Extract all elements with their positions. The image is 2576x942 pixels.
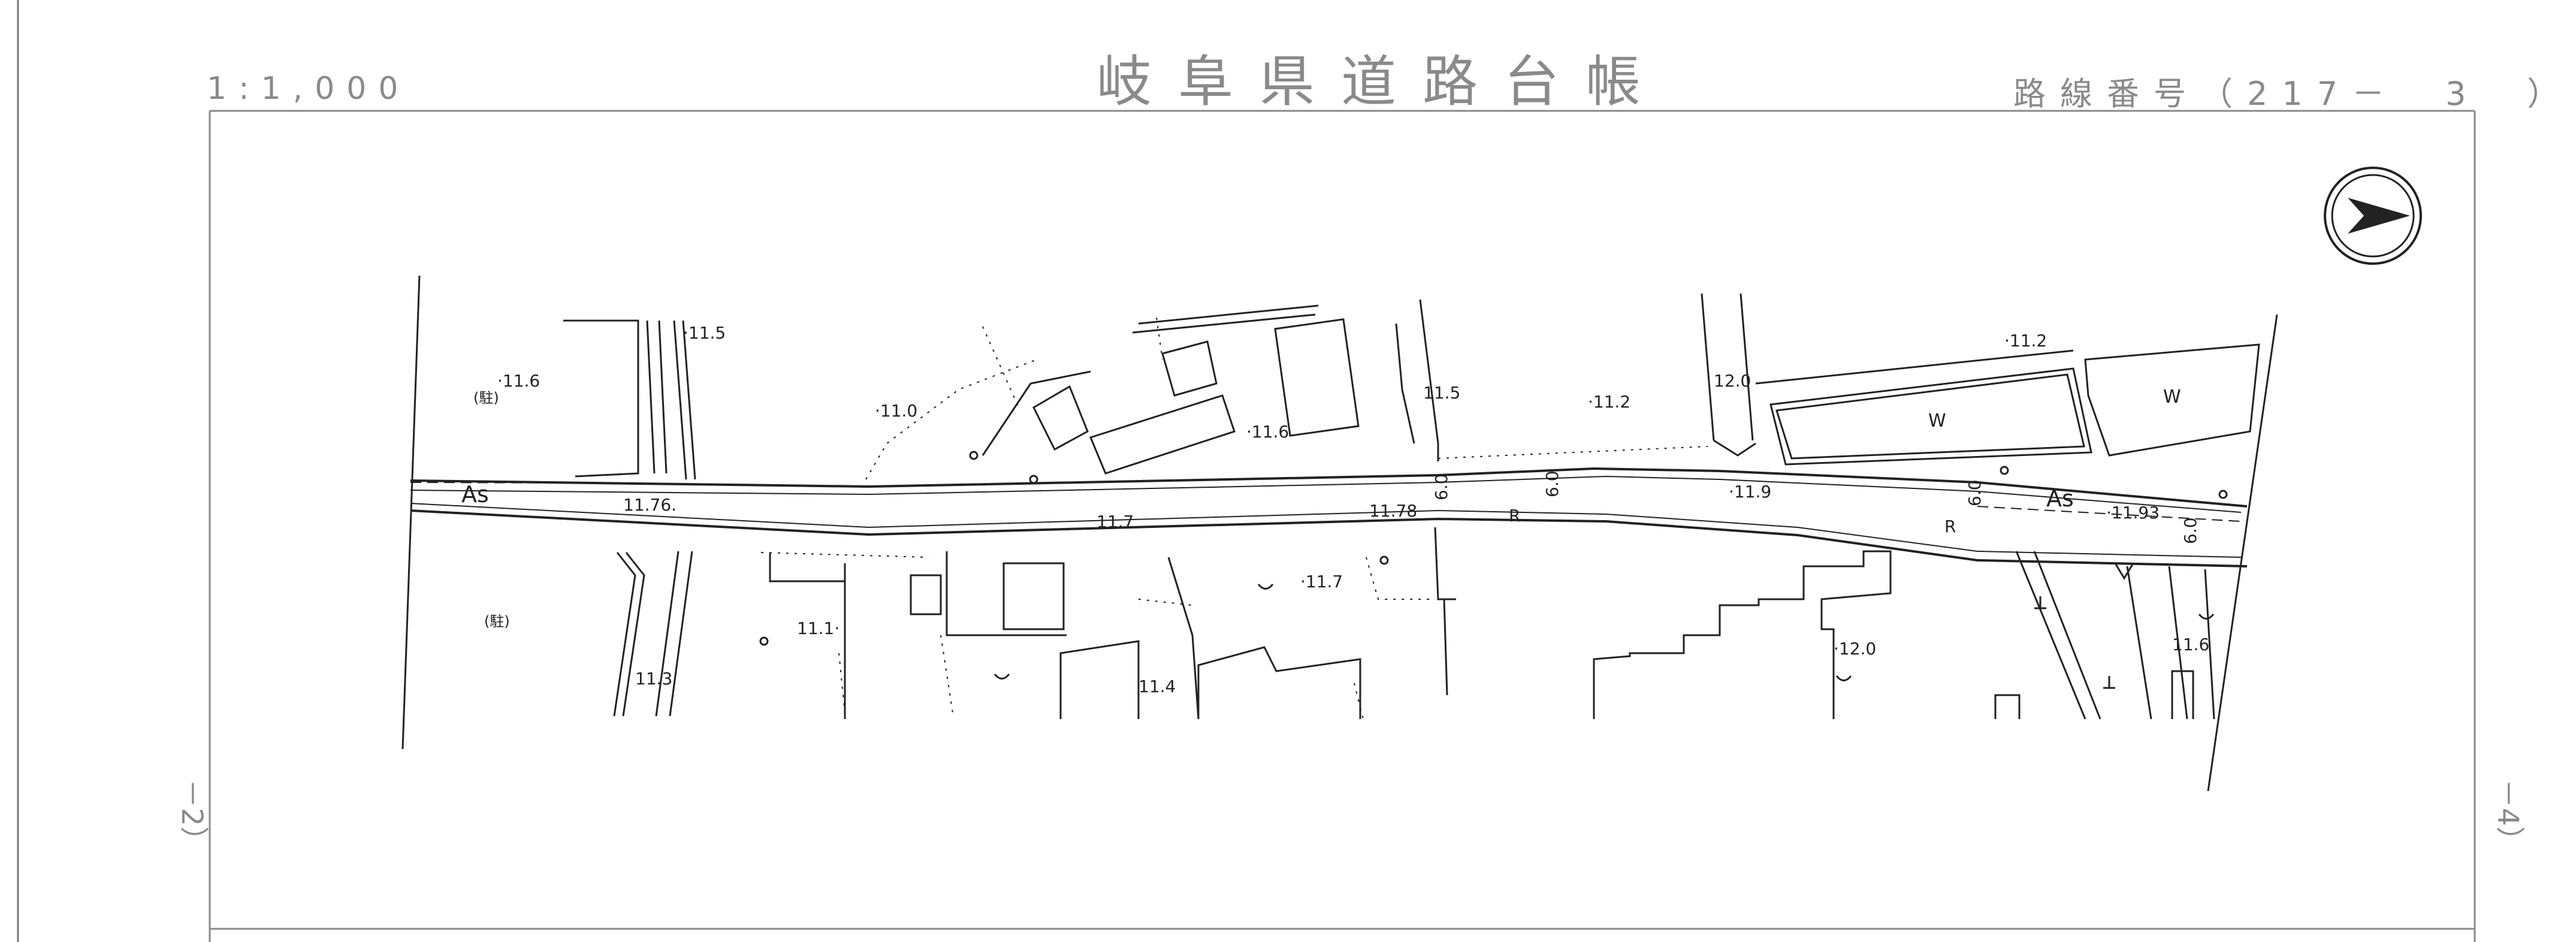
elevation-label: ·11.0 bbox=[875, 401, 917, 421]
elevation-label: 11.4 bbox=[1138, 677, 1176, 696]
elevation-label: ·11.7 bbox=[1300, 572, 1343, 591]
road-width-label: 6.0 bbox=[2181, 517, 2200, 544]
elevation-label: ·11.93 bbox=[2106, 503, 2160, 523]
elevation-label: 11.76. bbox=[623, 495, 677, 515]
elevation-label: ·11.6 bbox=[1246, 422, 1289, 442]
elevation-label: 11.78 bbox=[1369, 501, 1417, 521]
route-number: 路線番号（217－ 3 ） bbox=[2013, 75, 2574, 113]
elevation-label: ·11.9 bbox=[1729, 482, 1771, 502]
map-scale: 1:1,000 bbox=[207, 71, 410, 107]
boundaries bbox=[760, 317, 1708, 720]
main-road bbox=[410, 467, 2248, 567]
map-symbols bbox=[759, 451, 2228, 689]
elevation-label: 11.1· bbox=[797, 618, 839, 638]
road-width-label: 6.0 bbox=[1965, 479, 1985, 506]
elevation-label: 12.0 bbox=[1714, 371, 1751, 391]
field-label: W bbox=[2163, 387, 2181, 407]
elevation-label: ·11.2 bbox=[2004, 331, 2047, 351]
adjacent-sheet-right: －4） bbox=[2491, 779, 2524, 855]
as-label-right: As bbox=[2046, 485, 2074, 512]
elevation-label: 11.6 bbox=[2172, 635, 2209, 654]
elevation-label: ·11.5 bbox=[683, 323, 726, 343]
parking-label: (駐) bbox=[484, 613, 510, 630]
elevation-label: ·12.0 bbox=[1834, 639, 1876, 659]
field-label: W bbox=[1928, 410, 1946, 431]
elevation-label: 11.7 bbox=[1097, 512, 1134, 532]
sheet-frame bbox=[17, 0, 2476, 942]
adjacent-sheet-left: －2） bbox=[175, 779, 209, 855]
map-labels: As As ·11.6 ·11.5 ·11.0 ·11.6 11.5 ·11.2… bbox=[461, 323, 2209, 696]
curve-label: R bbox=[1509, 506, 1520, 526]
parking-label: (駐) bbox=[473, 390, 499, 406]
curve-label: R bbox=[1944, 517, 1956, 536]
north-arrow-icon bbox=[2324, 167, 2422, 265]
map-area-edge bbox=[401, 275, 2278, 792]
road-width-label: 6.0 bbox=[1432, 473, 1451, 500]
elevation-label: ·11.6 bbox=[497, 371, 540, 391]
buildings bbox=[563, 299, 2215, 720]
elevation-label: 11.5 bbox=[1423, 383, 1460, 403]
road-width-label: 6.0 bbox=[1542, 470, 1562, 497]
side-roads bbox=[613, 293, 2188, 720]
as-label-left: As bbox=[461, 481, 489, 508]
fields bbox=[1755, 343, 2260, 466]
map-title: 岐阜県道路台帳 bbox=[1097, 50, 1668, 114]
elevation-label: 11.3 bbox=[635, 669, 672, 689]
elevation-label: ·11.2 bbox=[1588, 392, 1630, 412]
